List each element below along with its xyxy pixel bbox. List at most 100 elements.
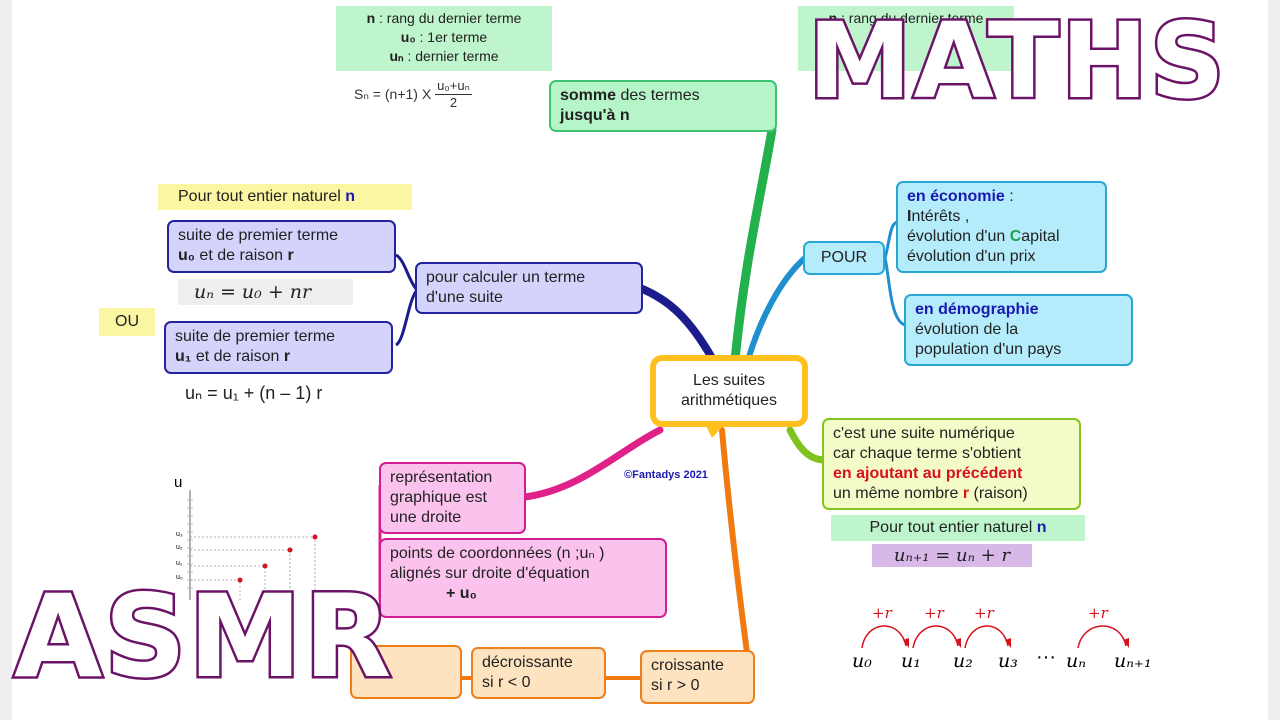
chain-un: uₙ <box>1066 650 1086 672</box>
arc-2-3 <box>964 625 1009 649</box>
somme-bold: somme <box>560 87 617 104</box>
dup-legend-n-symbol: n <box>828 10 838 26</box>
branch-pink <box>521 426 664 501</box>
economie-prix: évolution d'un prix <box>907 248 1036 265</box>
chain-un1: uₙ₊₁ <box>1114 650 1152 672</box>
arc-n-n1 <box>1077 625 1127 649</box>
pour-tout-left: Pour tout entier naturel n <box>158 184 412 210</box>
branch-navy-fork <box>394 253 419 347</box>
pour-tout-right-n: n <box>1036 519 1047 536</box>
right-margin <box>1268 0 1280 720</box>
economie-title: en économie <box>907 188 1005 205</box>
arc-0-1 <box>861 625 907 649</box>
sum-formula-denominator: 2 <box>449 95 458 110</box>
formula-u1: uₙ = u₁ + (n – 1) r <box>185 383 322 404</box>
asmr-overlay-title: ASMR <box>12 569 395 704</box>
definition-line1: c'est une suite numérique <box>833 425 1015 442</box>
sum-formula: Sₙ = (n+1) X u₀+uₙ 2 <box>354 78 472 110</box>
graph-point-1 <box>262 563 268 569</box>
callout-tail <box>705 424 725 438</box>
points-line1: points de coordonnées (n ;uₙ ) <box>390 545 605 562</box>
formula-u0: uₙ = u₀ + nr <box>178 279 353 305</box>
central-line1: Les suites <box>692 372 766 389</box>
arc-1-2 <box>912 625 959 649</box>
premier-u0-symbol: u₀ <box>178 247 195 264</box>
formula-legend-duplicate: n : rang du dernier terme <box>798 6 1014 71</box>
chain-u1: u₁ <box>901 650 921 672</box>
decroissante-line1: décroissante <box>482 654 573 671</box>
formula-legend: n : rang du dernier terme u₀ : 1er terme… <box>336 6 552 71</box>
premier-u0-rest: et de raison <box>194 247 288 264</box>
arrow-2 <box>955 638 961 648</box>
croissante-line1: croissante <box>651 657 724 674</box>
orange-partial-node <box>350 645 462 699</box>
representation-line2: graphique est <box>390 489 487 506</box>
sum-formula-numerator: u₀+uₙ <box>435 78 472 95</box>
step-label-3: +r <box>974 604 994 622</box>
definition-line2: car chaque terme s'obtient <box>833 445 1022 462</box>
economie-interets: ntérêts , <box>911 208 970 225</box>
demographie-line2: évolution de la <box>915 321 1019 338</box>
calculer-line1: pour calculer un terme <box>426 269 586 286</box>
graph-point-2 <box>287 547 293 553</box>
demographie-node: en démographie évolution de la populatio… <box>904 294 1133 366</box>
left-margin <box>0 0 12 720</box>
dup-legend-n-text: : rang du dernier terme <box>837 10 984 26</box>
graph-point-3 <box>312 534 318 540</box>
graph-points <box>237 534 318 583</box>
arrow-4 <box>1123 638 1129 648</box>
demographie-title: en démographie <box>915 301 1039 318</box>
representation-line3: une droite <box>390 509 462 526</box>
demographie-line3: population d'un pays <box>915 341 1062 358</box>
pour-node: POUR <box>803 241 885 275</box>
economie-colon: : <box>1004 188 1014 205</box>
credit-label: ©Fantadys 2021 <box>624 469 708 481</box>
branch-blue <box>745 255 808 363</box>
definition-line4-pre: un même nombre <box>833 485 963 502</box>
chain-u3: u₃ <box>998 650 1018 672</box>
arrow-3 <box>1005 638 1011 648</box>
graph-tick-u2: u₂ <box>176 544 183 551</box>
chain-dots: ··· <box>1036 646 1056 668</box>
pour-tout-right: Pour tout entier naturel n <box>831 515 1085 541</box>
premier-terme-u0-node: suite de premier terme u₀ et de raison r <box>167 220 396 273</box>
definition-node: c'est une suite numérique car chaque ter… <box>822 418 1081 510</box>
legend-n-text: : rang du dernier terme <box>375 10 522 26</box>
branch-lime <box>786 426 829 464</box>
graph-tick-marks <box>187 499 193 589</box>
croissante-line2: si r > 0 <box>651 677 700 694</box>
chain-u2: u₂ <box>953 650 973 672</box>
central-node: Les suites arithmétiques <box>650 355 808 427</box>
decroissante-line2: si r < 0 <box>482 674 531 691</box>
step-label-1: +r <box>872 604 892 622</box>
definition-line4-post: (raison) <box>969 485 1028 502</box>
ou-text: OU <box>115 313 139 330</box>
economie-node: en économie : Intérêts , évolution d'un … <box>896 181 1107 273</box>
branch-green <box>730 125 777 365</box>
legend-n-symbol: n <box>366 10 376 26</box>
legend-u0-symbol: u₀ <box>400 29 416 45</box>
formula-u0-text: uₙ = u₀ + nr <box>194 281 312 303</box>
central-line2: arithmétiques <box>680 392 778 409</box>
economie-interets-initial: I <box>907 208 912 225</box>
premier-u1-line1: suite de premier terme <box>175 328 336 345</box>
arrow-1 <box>903 638 909 648</box>
sum-formula-lhs: Sₙ = (n+1) X <box>354 85 432 102</box>
somme-node: somme des termes jusqu'à n <box>549 80 777 132</box>
decroissante-node: décroissante si r < 0 <box>471 647 606 699</box>
graph-tick-u1: u₁ <box>176 560 183 567</box>
premier-u1-rest: et de raison <box>191 348 284 365</box>
pour-label: POUR <box>820 249 868 266</box>
definition-line3: en ajoutant au précédent <box>833 465 1023 482</box>
premier-u0-r: r <box>287 247 294 264</box>
economie-capital-letter: C <box>1009 228 1022 245</box>
points-line2: alignés sur droite d'équation <box>390 565 590 582</box>
premier-u1-symbol: u₁ <box>175 348 192 365</box>
graph-axis-label: u <box>174 474 183 491</box>
points-line3: + u₀ <box>446 585 477 602</box>
ou-label: OU <box>99 308 155 336</box>
premier-terme-u1-node: suite de premier terme u₁ et de raison r <box>164 321 393 374</box>
